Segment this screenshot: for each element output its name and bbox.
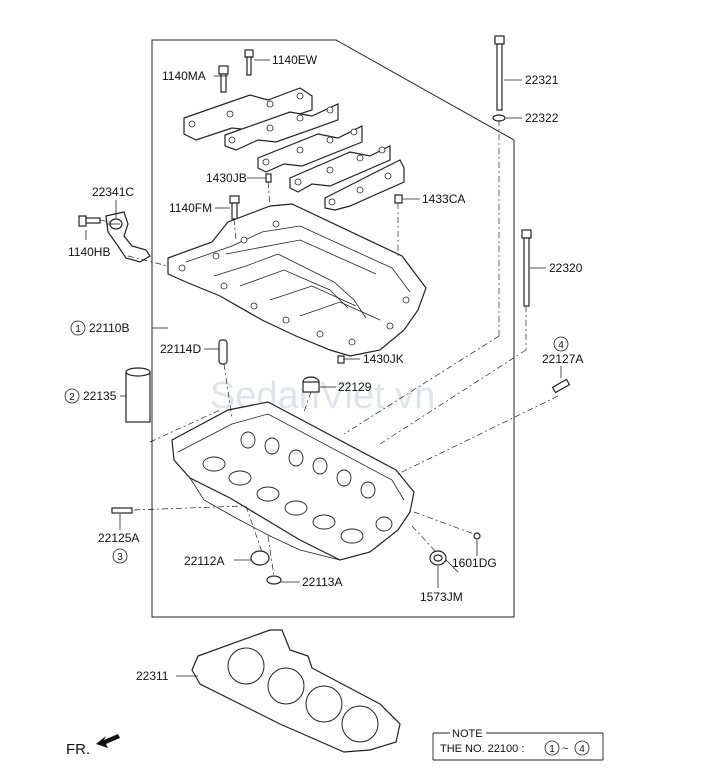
callout-3: 3: [112, 548, 128, 564]
bolt-1140ew-icon: [244, 49, 254, 76]
label-1140ma: 1140MA: [162, 69, 206, 83]
svg-text:3: 3: [117, 552, 123, 563]
label-22341c: 22341C: [92, 185, 134, 199]
note-range-end: 4: [579, 744, 585, 755]
seal-22112a-icon: [250, 550, 270, 566]
dowel-1430jk-icon: [337, 355, 345, 364]
head-bolt-22321-icon: [494, 35, 505, 111]
label-22110b: 22110B: [89, 321, 129, 335]
camshaft-caps: [183, 87, 405, 211]
camshaft-carrier: [167, 203, 427, 357]
bolt-1140hb-icon: [78, 215, 101, 227]
bolt-1140ma-icon: [218, 65, 229, 93]
dowel-1430jb-icon: [265, 173, 272, 183]
label-1430jb: 1430JB: [206, 171, 247, 185]
dowel-22125a-icon: [111, 507, 133, 514]
cylinder-head: [171, 401, 415, 561]
label-22322: 22322: [525, 111, 559, 125]
label-22320: 22320: [549, 261, 583, 275]
direction-label: FR.: [66, 741, 90, 758]
label-1140hb: 1140HB: [68, 245, 110, 259]
note-title: NOTE: [452, 728, 483, 740]
note-range-sep: ~: [562, 743, 568, 755]
alignment-lines: [99, 120, 559, 577]
head-bolt-22320-icon: [521, 229, 532, 307]
note-range-start: 1: [549, 744, 555, 755]
bracket-22341c-icon: [105, 211, 151, 263]
callout-4: 4: [553, 336, 569, 352]
label-1433ca: 1433CA: [422, 192, 465, 206]
note-text: THE NO. 22100 :: [440, 743, 524, 755]
label-22112a: 22112A: [184, 554, 224, 568]
callout-1: 1: [70, 320, 86, 336]
plug-1573jm-icon: [429, 550, 447, 566]
label-1573jm: 1573JM: [420, 590, 463, 604]
label-22114d: 22114D: [160, 342, 201, 356]
callout-2: 2: [64, 388, 80, 404]
plug-1601dg-icon: [473, 532, 481, 540]
label-22125a: 22125A: [98, 531, 139, 545]
assembly-frame: [151, 39, 515, 618]
front-arrow-icon: [96, 734, 120, 748]
pin-22127a-icon: [551, 378, 571, 394]
cap-22129-icon: [302, 376, 320, 393]
seal-22113a-icon: [266, 575, 282, 585]
svg-text:1: 1: [75, 324, 81, 335]
bolt-1140fm-icon: [229, 195, 240, 220]
leader-lines: [85, 59, 562, 677]
label-22129: 22129: [338, 380, 372, 394]
svg-text:2: 2: [69, 392, 75, 403]
svg-text:4: 4: [558, 340, 564, 351]
plug-1433ca-icon: [394, 194, 403, 204]
label-22135: 22135: [83, 389, 117, 403]
note-box: NOTE THE NO. 22100 : 1 ~ 4: [432, 728, 604, 761]
label-1430jk: 1430JK: [363, 352, 404, 366]
label-22321: 22321: [525, 73, 559, 87]
dowel-22114d-icon: [218, 339, 228, 365]
label-1601dg: 1601DG: [452, 556, 497, 570]
label-22311: 22311: [136, 669, 169, 683]
label-22113a: 22113A: [302, 575, 342, 589]
dowel-pin-22135-icon: [125, 367, 151, 423]
label-1140fm: 1140FM: [169, 201, 212, 215]
label-1140ew: 1140EW: [272, 53, 318, 67]
label-22127a: 22127A: [542, 352, 583, 366]
head-gasket-22311: [191, 629, 401, 753]
